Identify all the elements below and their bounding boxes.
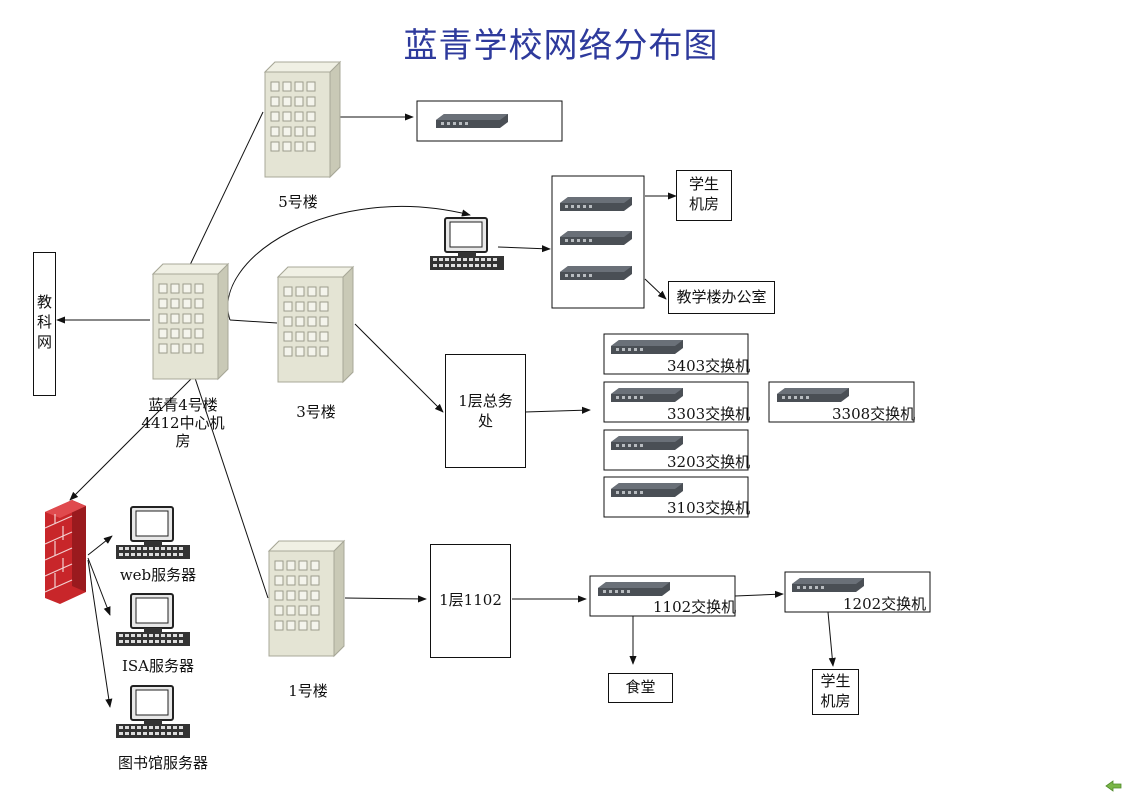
center-building-label: 蓝青4号楼 4412中心机 房 (141, 396, 225, 450)
switch-1102-label: 1102交换机 (653, 598, 737, 616)
link-center-3 (229, 319, 278, 324)
link-affairs-switches (524, 406, 591, 414)
switch-3303-label: 3303交换机 (667, 405, 751, 423)
switch-icon (611, 340, 683, 354)
floor1-1102-box (430, 544, 511, 658)
connections (56, 111, 836, 708)
switch-icon (611, 483, 683, 497)
switch-icon (560, 231, 632, 245)
library-server-icon (115, 685, 191, 739)
link-pc-switches (497, 245, 551, 253)
link-fw-lib (87, 559, 113, 708)
isa-server-label: ISA服务器 (121, 657, 195, 675)
switch-3403-label: 3403交换机 (667, 357, 751, 375)
back-arrow-icon[interactable] (1105, 780, 1122, 792)
link-sw-office (644, 278, 667, 300)
link-fw-web (87, 535, 113, 556)
building-1-label: 1号楼 (288, 682, 328, 700)
firewall-icon (44, 500, 86, 604)
teaching-office-label: 教学楼办公室 (676, 288, 767, 306)
switch-3103-label: 3103交换机 (667, 499, 751, 517)
switch-3308-label: 3308交换机 (832, 405, 916, 423)
student-lab-top-box (676, 170, 732, 221)
switch-icon (777, 388, 849, 402)
link-center-pc-curve (227, 205, 471, 321)
link-center-1 (194, 377, 269, 599)
switch-1202-label: 1202交换机 (843, 595, 927, 613)
building-3-icon (277, 266, 354, 383)
link-center-5 (189, 111, 264, 266)
building-5-label: 5号楼 (278, 193, 318, 211)
canteen-label: 食堂 (625, 678, 656, 696)
jiaokewang-label: 教 科 网 (36, 293, 52, 351)
building-5-icon (264, 61, 341, 178)
switch-icon (436, 114, 508, 128)
web-server-icon (115, 506, 191, 560)
switch-3203-label: 3203交换机 (667, 453, 751, 471)
building-1-icon (268, 540, 345, 657)
student-lab-top-label: 学生 机房 (688, 175, 719, 213)
link-center-firewall (69, 377, 193, 501)
isa-server-icon (115, 593, 191, 647)
link-fw-isa (87, 557, 111, 616)
general-affairs-label: 1层总务 处 (458, 392, 513, 430)
page-title: 蓝青学校网络分布图 (403, 26, 719, 66)
student-lab-bottom-label: 学生 机房 (820, 672, 851, 710)
teaching-office-box (668, 281, 775, 314)
building-center-icon (152, 263, 229, 380)
floor1-1102-label: 1层1102 (439, 591, 502, 609)
canteen-box (608, 673, 673, 703)
web-server-label: web服务器 (119, 566, 197, 584)
switch-icon (598, 582, 670, 596)
student-lab-bottom-box (812, 669, 859, 715)
library-server-label: 图书馆服务器 (117, 754, 208, 772)
link-1-1102 (344, 595, 427, 603)
switch-icon (611, 388, 683, 402)
computer-icon (429, 217, 505, 271)
link-3-affairs (354, 323, 444, 413)
link-1202sw-lab (827, 611, 836, 667)
general-affairs-box (445, 354, 526, 468)
switch-icon (792, 578, 864, 592)
switch-icon (611, 436, 683, 450)
jiaokewang-box (33, 252, 56, 396)
switch-icon (560, 266, 632, 280)
switch-icon (560, 197, 632, 211)
link-1102sw-1202sw (734, 590, 784, 598)
building-3-label: 3号楼 (296, 403, 336, 421)
